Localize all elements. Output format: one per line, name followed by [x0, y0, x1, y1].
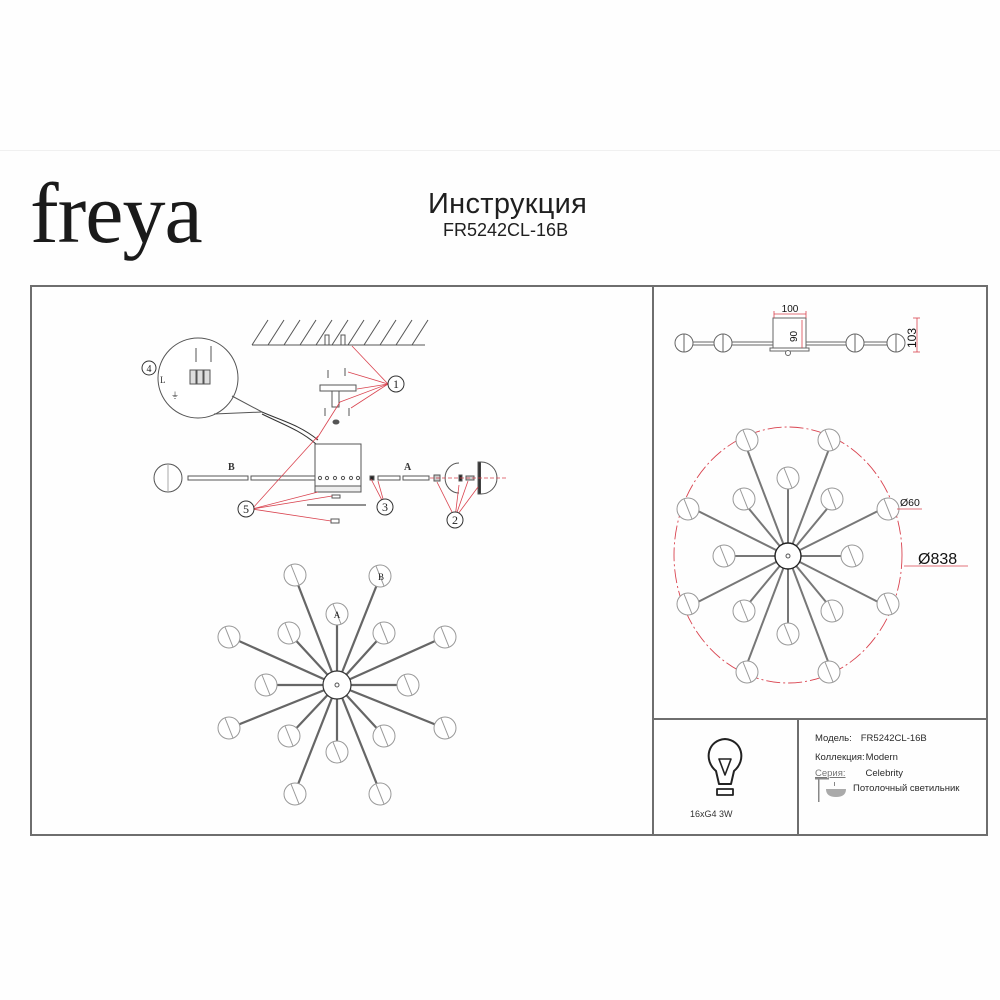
spec-value: Modern [865, 752, 898, 763]
spec-row-series: Серия: Celebrity [815, 768, 903, 779]
wiring-detail [157, 337, 319, 445]
earth-symbol: ⏚ [171, 391, 179, 400]
top-view-label-b: B [378, 572, 384, 582]
frame-divider-vertical [652, 285, 654, 836]
spec-row-collection: Коллекция:Modern [815, 752, 898, 763]
side-elevation [674, 317, 906, 356]
callout-2: 2 [452, 513, 458, 527]
ceiling-hatch [251, 319, 429, 346]
document-model: FR5242CL-16B [443, 220, 569, 240]
spec-value: FR5242CL-16B [860, 733, 927, 744]
spec-value: Celebrity [865, 768, 904, 779]
drawing-frame [30, 285, 988, 836]
spec-row-model: Модель: FR5242CL-16B [815, 733, 927, 744]
callout-3: 3 [382, 500, 388, 514]
side-dimension-lines [773, 311, 920, 353]
spec-key: Серия: [815, 768, 846, 779]
frame-divider-horizontal [652, 718, 988, 720]
spec-key: Модель: [815, 733, 852, 744]
bulb-icon [707, 738, 743, 796]
spec-type: Потолочный светильник [853, 783, 960, 794]
dim-overall-diameter: Ø838 [918, 551, 957, 568]
page-top-rule [0, 150, 1000, 151]
top-view-starburst [229, 576, 445, 793]
mounting-bracket [319, 368, 357, 425]
junction-box [307, 443, 366, 524]
rod-b [153, 463, 316, 493]
callout-5: 5 [243, 502, 249, 516]
plan-dimension-leaders [897, 508, 968, 567]
dim-shade-diameter: Ø60 [900, 497, 920, 509]
overall-diameter-circle [673, 426, 903, 684]
dim-base-width: 100 [782, 304, 799, 315]
dim-total-height: 103 [905, 328, 919, 348]
lamp-spec: 16xG4 3W [690, 809, 733, 819]
callout-4: 4 [147, 364, 152, 375]
spec-key: Коллекция: [815, 752, 865, 763]
callout-1: 1 [393, 377, 399, 391]
dim-base-height: 90 [789, 330, 800, 342]
rod-a-label: A [404, 462, 412, 473]
document-title: Инструкция [428, 188, 588, 220]
callout-markers: 1 2 3 4 5 [141, 360, 464, 529]
ceiling-lamp-icon [815, 778, 846, 802]
annotation-leaders [251, 345, 479, 522]
top-view-label-a: A [334, 610, 341, 620]
rod-b-label: B [228, 462, 235, 473]
spec-divider [797, 718, 799, 836]
line-label: L [160, 375, 166, 385]
brand-logo: freya [30, 165, 203, 261]
